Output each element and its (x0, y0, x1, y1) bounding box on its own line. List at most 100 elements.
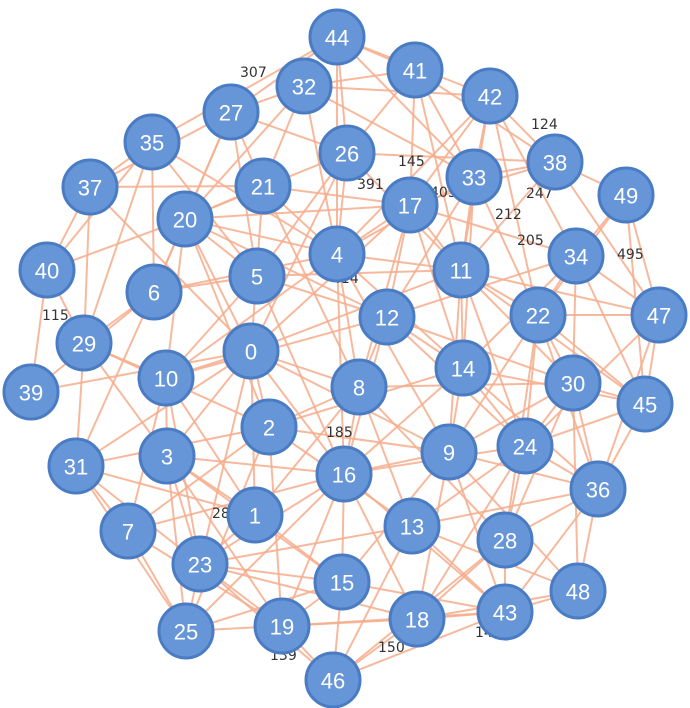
edge (250, 269, 462, 352)
node-circle (61, 158, 119, 216)
node-label: 38 (543, 151, 567, 176)
node-label: 32 (292, 75, 316, 100)
edge (411, 488, 599, 527)
node-circle (157, 602, 215, 660)
node-circle (476, 511, 534, 569)
node-label: 27 (219, 101, 243, 126)
graph-node-5: 5 (228, 247, 286, 305)
graph-node-47: 47 (630, 286, 688, 344)
node-circle (630, 286, 688, 344)
graph-node-14: 14 (434, 339, 492, 397)
graph-node-44: 44 (308, 8, 366, 66)
node-circle (549, 562, 607, 620)
node-label: 36 (586, 478, 610, 503)
node-label: 7 (122, 520, 134, 545)
node-label: 0 (245, 340, 257, 365)
node-label: 19 (270, 615, 294, 640)
node-circle (420, 423, 478, 481)
graph-node-25: 25 (157, 602, 215, 660)
graph-node-48: 48 (549, 562, 607, 620)
edge (414, 69, 462, 271)
node-circle (156, 190, 214, 248)
graph-node-15: 15 (313, 553, 371, 611)
edge (83, 141, 153, 344)
node-label: 21 (251, 175, 275, 200)
edge (199, 525, 413, 565)
node-circle (526, 133, 584, 191)
node-label: 49 (614, 184, 638, 209)
edge-weight-label: 495 (617, 247, 644, 263)
edge (489, 95, 539, 316)
node-label: 5 (251, 265, 263, 290)
node-label: 43 (493, 601, 517, 626)
node-circle (315, 445, 373, 503)
node-circle (381, 176, 439, 234)
graph-node-45: 45 (616, 375, 674, 433)
graph-node-34: 34 (547, 227, 605, 285)
node-circle (496, 417, 554, 475)
edge (336, 95, 491, 255)
node-label: 30 (561, 372, 585, 397)
graph-node-28: 28 (476, 511, 534, 569)
graph-node-27: 27 (202, 83, 260, 141)
node-circle (171, 535, 229, 593)
node-label: 39 (19, 381, 43, 406)
node-circle (358, 288, 416, 346)
graph-node-42: 42 (461, 67, 519, 125)
edge (89, 185, 264, 188)
edge-weight-label: 115 (42, 308, 69, 324)
edge (303, 85, 338, 255)
graph-node-10: 10 (137, 349, 195, 407)
node-circle (318, 124, 376, 182)
node-circle (330, 358, 388, 416)
graph-node-13: 13 (383, 497, 441, 555)
node-label: 48 (566, 580, 590, 605)
node-label: 14 (451, 357, 475, 382)
node-circle (234, 157, 292, 215)
node-circle (18, 241, 76, 299)
graph-node-4: 4 (308, 225, 366, 283)
node-circle (461, 67, 519, 125)
node-circle (275, 57, 333, 115)
graph-node-22: 22 (509, 286, 567, 344)
edge (184, 218, 388, 318)
graph-node-1: 1 (226, 486, 284, 544)
edge-weight-label: 150 (378, 640, 405, 656)
edge (199, 350, 252, 565)
edge-label-layer: 1151391401502801853911454052472122054954… (42, 65, 644, 664)
graph-node-49: 49 (597, 166, 655, 224)
node-circle (228, 247, 286, 305)
graph-node-37: 37 (61, 158, 119, 216)
graph-node-30: 30 (544, 354, 602, 412)
node-label: 1 (249, 504, 261, 529)
graph-node-16: 16 (315, 445, 373, 503)
node-label: 12 (375, 306, 399, 331)
node-label: 11 (450, 259, 473, 284)
node-label: 6 (148, 281, 160, 306)
graph-node-0: 0 (222, 322, 280, 380)
node-label: 23 (188, 553, 212, 578)
edge (166, 455, 345, 475)
node-label: 17 (398, 194, 422, 219)
node-label: 15 (330, 571, 354, 596)
edge (262, 185, 360, 388)
graph-node-26: 26 (318, 124, 376, 182)
node-label: 2 (263, 416, 275, 441)
graph-node-20: 20 (156, 190, 214, 248)
node-label: 28 (493, 529, 517, 554)
graph-node-39: 39 (2, 363, 60, 421)
edge (416, 445, 526, 620)
node-circle (383, 497, 441, 555)
graph-node-9: 9 (420, 423, 478, 481)
graph-node-41: 41 (386, 41, 444, 99)
graph-node-38: 38 (526, 133, 584, 191)
edge (185, 426, 270, 632)
edge (184, 218, 270, 428)
node-circle (222, 322, 280, 380)
graph-node-17: 17 (381, 176, 439, 234)
node-circle (138, 427, 196, 485)
edge (460, 269, 660, 316)
edge (336, 36, 475, 178)
